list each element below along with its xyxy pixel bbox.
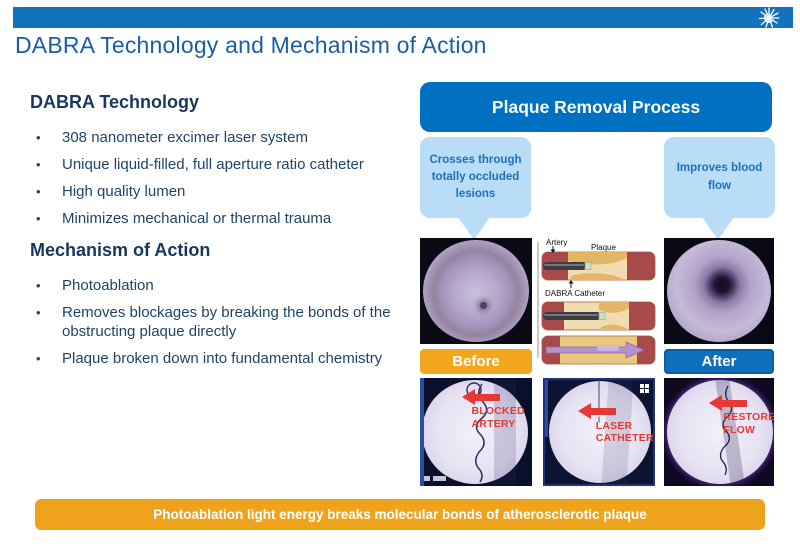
scope-image-after (664, 238, 774, 344)
callout-improves-flow: Improves blood flow (664, 137, 775, 218)
occluded-lumen-disc (423, 240, 529, 342)
bullet-text: Photoablation (62, 277, 154, 294)
left-arrow-icon (578, 403, 617, 420)
moa-bullet-1: Photoablation (30, 276, 418, 295)
tech-heading: DABRA Technology (30, 92, 199, 112)
xray-field (549, 381, 651, 483)
occlusion-dot (480, 301, 488, 309)
left-arrow-icon (461, 389, 500, 406)
bullet-text: Minimizes mechanical or thermal trauma (62, 210, 332, 227)
left-arrow-icon (709, 394, 748, 411)
xray-label-laser-catheter: LASER CATHETER (595, 419, 654, 445)
callout-tail-right (702, 217, 734, 240)
after-label: After (664, 349, 774, 374)
bullet-text: Plaque broken down into fundamental chem… (62, 350, 383, 367)
tech-bullet-3: High quality lumen (30, 182, 418, 201)
bullet-text: Removes blockages by breaking the bonds … (62, 304, 391, 340)
diagram-catheter-label: DABRA Catheter (545, 289, 605, 298)
moa-heading: Mechanism of Action (30, 240, 211, 260)
top-accent-bar (13, 7, 793, 28)
catheter-trace (598, 380, 634, 484)
moa-bullet-2: Removes blockages by breaking the bonds … (30, 303, 418, 341)
starburst-icon (758, 7, 780, 28)
plaque-removal-process-header: Plaque Removal Process (420, 82, 772, 132)
callout-tail-left (458, 217, 490, 240)
grid-icon (640, 384, 649, 393)
scope-image-before (420, 238, 532, 344)
scan-strip (545, 380, 548, 438)
diagram-edge-line (537, 242, 539, 358)
tech-bullet-2: Unique liquid-filled, full aperture rati… (30, 155, 418, 174)
tech-bullet-4: Minimizes mechanical or thermal trauma (30, 209, 418, 228)
diagram-artery-label: Artery (546, 238, 567, 247)
bullet-text: 308 nanometer excimer laser system (62, 129, 308, 146)
left-column: DABRA Technology 308 nanometer excimer l… (30, 92, 418, 376)
xray-image-blocked-artery: BLOCKED ARTERY (420, 378, 532, 486)
artery-diagram-svg: Artery Plaque DABRA Catheter (541, 238, 656, 365)
page-title: DABRA Technology and Mechanism of Action (15, 32, 487, 58)
xray-image-restored-flow: RESTORED FLOW (664, 378, 774, 486)
before-label: Before (420, 349, 532, 374)
xray-label-restored-flow: RESTORED FLOW (723, 411, 774, 437)
bullet-text: Unique liquid-filled, full aperture rati… (62, 156, 364, 173)
tech-bullet-1: 308 nanometer excimer laser system (30, 128, 418, 147)
artery-diagram: Artery Plaque DABRA Catheter (541, 236, 656, 366)
scan-strip (420, 378, 424, 486)
xray-label-blocked-artery: BLOCKED ARTERY (471, 405, 525, 430)
moa-bullet-3: Plaque broken down into fundamental chem… (30, 349, 418, 368)
bullet-text: High quality lumen (62, 183, 186, 200)
footer-banner: Photoablation light energy breaks molecu… (35, 499, 765, 530)
diagram-plaque-label: Plaque (591, 243, 616, 252)
xray-timestamp (424, 476, 446, 481)
xray-image-laser-catheter: LASER CATHETER (543, 378, 655, 486)
open-lumen-disc (667, 240, 771, 342)
callout-crosses-lesions: Crosses through totally occluded lesions (420, 137, 531, 218)
